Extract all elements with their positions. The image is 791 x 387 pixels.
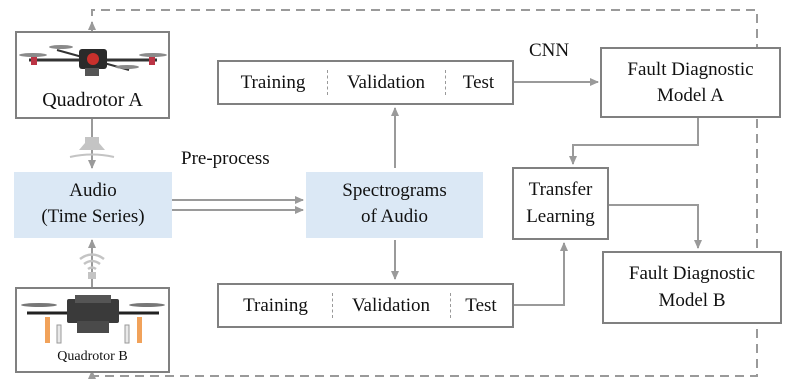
model-b-line1: Fault Diagnostic	[628, 263, 756, 284]
model-b-box: Fault Diagnostic Model B	[602, 251, 782, 324]
transfer-learning-box: Transfer Learning	[512, 167, 609, 240]
split-top-box: Training Validation Test	[217, 60, 514, 105]
split-top-divider-1	[327, 70, 328, 95]
transfer-line2: Learning	[526, 206, 595, 227]
drone-a-photo	[19, 45, 167, 76]
model-a-box: Fault Diagnostic Model A	[600, 47, 781, 118]
arrow-transfer-modelb	[609, 204, 702, 249]
spectrograms-line1: Spectrograms	[342, 180, 447, 201]
audio-line1: Audio	[69, 180, 117, 201]
audio-box: Audio (Time Series)	[14, 172, 172, 238]
preprocess-label: Pre-process	[181, 148, 270, 169]
wifi-signal-icon	[79, 253, 105, 279]
cnn-label: CNN	[529, 40, 570, 61]
transfer-line1: Transfer	[528, 179, 593, 200]
model-a-line1: Fault Diagnostic	[627, 59, 754, 80]
split-top-validation: Validation	[346, 71, 426, 93]
split-bottom-divider-1	[332, 293, 333, 318]
split-top-divider-2	[445, 70, 446, 95]
quadrotor-b-box: Quadrotor B	[15, 287, 170, 373]
speaker-icon	[69, 137, 115, 158]
split-bottom-validation: Validation	[351, 294, 431, 316]
model-a-line2: Model A	[656, 85, 725, 106]
model-b-line2: Model B	[658, 290, 726, 311]
drone-b-photo	[21, 295, 165, 344]
split-bottom-divider-2	[450, 293, 451, 318]
quadrotor-a-label: Quadrotor A	[42, 89, 143, 111]
split-bottom-test: Test	[465, 294, 497, 316]
spectrograms-line2: of Audio	[360, 206, 429, 227]
quadrotor-a-box: Quadrotor A	[15, 31, 170, 119]
split-bottom-training: Training	[243, 294, 308, 316]
split-top-test: Test	[462, 71, 495, 93]
split-bottom-box: Training Validation Test	[217, 283, 514, 328]
audio-line2: (Time Series)	[41, 206, 145, 227]
arrow-split-transfer	[514, 242, 568, 306]
quadrotor-b-label: Quadrotor B	[57, 349, 128, 364]
split-top-training: Training	[240, 71, 306, 93]
spectrograms-box: Spectrograms of Audio	[306, 172, 483, 238]
arrow-modela-transfer	[569, 118, 699, 165]
